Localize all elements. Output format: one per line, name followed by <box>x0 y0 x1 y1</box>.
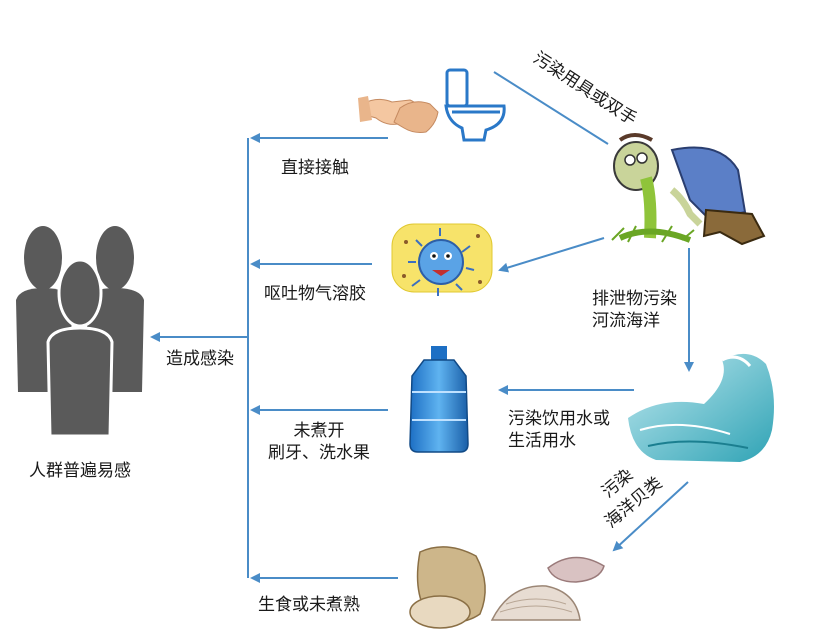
handshake-icon <box>358 96 439 133</box>
route-label-water: 未煮开 刷牙、洗水果 <box>256 420 382 464</box>
water-bottle-icon <box>409 346 469 453</box>
toilet-icon <box>444 68 506 142</box>
arrow-seafood <box>612 481 689 552</box>
source-label-drinking-line1: 污染饮用水或 <box>508 409 610 429</box>
wave-icon <box>628 353 774 462</box>
people-icon <box>16 226 144 438</box>
infection-label: 造成感染 <box>166 349 234 369</box>
route-label-water-line1: 未煮开 <box>293 421 345 441</box>
source-label-excreta-line1: 排泄物污染 <box>592 289 677 309</box>
route-label-food: 生食或未煮熟 <box>258 595 360 615</box>
source-label-excreta: 排泄物污染 河流海洋 <box>592 288 677 332</box>
source-arrows <box>493 71 694 552</box>
virus-icon <box>391 223 493 296</box>
route-label-aerosol: 呕吐物气溶胶 <box>264 284 366 304</box>
source-label-drinking: 污染饮用水或 生活用水 <box>508 408 610 452</box>
source-label-drinking-line2: 生活用水 <box>508 431 576 451</box>
arrow-contaminate <box>493 71 609 145</box>
people-label: 人群普遍易感 <box>29 461 131 481</box>
route-arrows <box>150 133 398 583</box>
arrow-vomit-aerosol <box>498 237 605 273</box>
route-label-direct: 直接接触 <box>281 158 349 178</box>
route-label-water-line2: 刷牙、洗水果 <box>268 443 370 463</box>
shellfish-icon <box>409 546 605 629</box>
vomiting-person-icon <box>611 133 766 246</box>
source-label-excreta-line2: 河流海洋 <box>592 311 660 331</box>
